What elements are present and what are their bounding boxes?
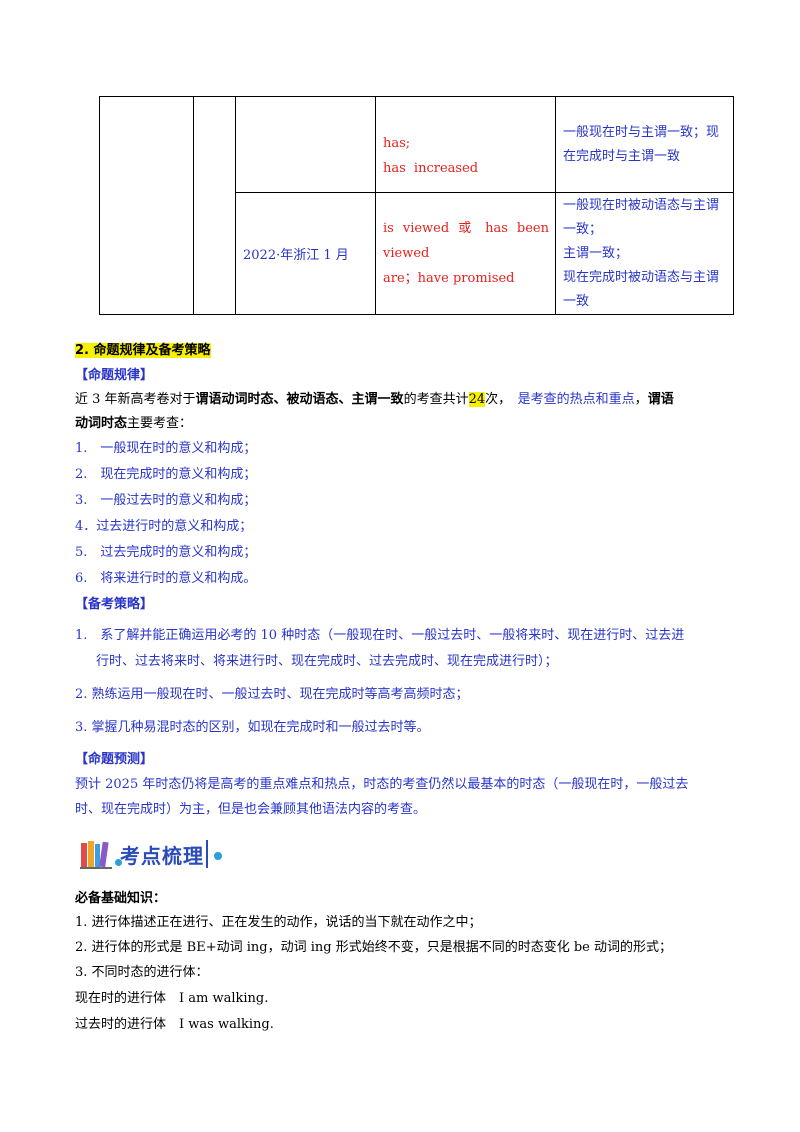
- strategy-item: 1. 系了解并能正确运用必考的 10 种时态（一般现在时、一般过去时、一般将来时…: [75, 628, 685, 643]
- rules-item: 1. 一般现在时的意义和构成；: [75, 441, 257, 456]
- answer-line: are；have promised: [383, 271, 515, 286]
- rules-intro-bold: 动词时态: [75, 416, 128, 431]
- knowledge-line: 现在时的进行体 I am walking.: [75, 991, 269, 1006]
- answer-line: viewed: [383, 246, 430, 261]
- rules-intro-text: 近 3 年新高考卷对于: [75, 392, 196, 407]
- answer-cell: has; has increased: [375, 96, 556, 193]
- logo-bar: [206, 840, 208, 868]
- rules-item: 4．过去进行时的意义和构成；: [75, 519, 253, 534]
- strategy-item-continued: 行时、过去将来时、将来进行时、现在完成时、过去完成时、现在完成进行时）；: [96, 654, 558, 669]
- logo-dot: [115, 859, 122, 866]
- answer-line: has;: [383, 136, 411, 151]
- rules-intro-line2: 动词时态主要考查：: [75, 414, 192, 434]
- answer-cell: is viewed 或 has been viewed are；have pro…: [375, 192, 556, 315]
- rules-count: 24: [468, 392, 486, 407]
- knowledge-line: 过去时的进行体 I was walking.: [75, 1017, 274, 1032]
- forecast-text: 预计 2025 年时态仍将是高考的重点难点和热点，时态的考查仍然以最基本的时态（…: [75, 777, 689, 792]
- section-heading-text: 2. 命题规律及备考策略: [75, 343, 211, 358]
- rules-intro-bold: 谓语: [647, 392, 674, 407]
- rules-item: 2. 现在完成时的意义和构成；: [75, 467, 257, 482]
- rules-item: 3. 一般过去时的意义和构成；: [75, 493, 257, 508]
- logo-dot: [214, 852, 222, 860]
- rules-intro-text: ，: [634, 392, 648, 407]
- note-cell: 一般现在时被动语态与主谓一致； 主谓一致； 现在完成时被动语态与主谓一致: [555, 192, 734, 315]
- rules-title: 【命题规律】: [75, 368, 154, 383]
- forecast-text: 时、现在完成时）为主，但是也会兼顾其他语法内容的考查。: [75, 802, 427, 817]
- knowledge-line: 3. 不同时态的进行体：: [75, 965, 209, 980]
- table-cell-empty: [193, 96, 236, 315]
- rules-item: 6. 将来进行时的意义和构成。: [75, 571, 257, 586]
- section-heading: 2. 命题规律及备考策略: [75, 341, 211, 361]
- rules-item: 5. 过去完成时的意义和构成；: [75, 545, 257, 560]
- logo-text: 考点梳理: [120, 844, 204, 868]
- note-line: 一般现在时被动语态与主谓一致；: [563, 197, 720, 237]
- year-text: 2022·年浙江 1 月: [243, 248, 349, 263]
- strategy-title: 【备考策略】: [75, 597, 154, 612]
- rules-intro-blue: 是考查的热点和重点: [517, 392, 635, 407]
- table-row: has; has increased 一般现在时与主谓一致；现在完成时与主谓一致: [99, 96, 734, 315]
- rules-intro: 近 3 年新高考卷对于谓语动词时态、被动语态、主谓一致的考查共计24次， 是考查…: [75, 390, 674, 410]
- table-cell-empty: [235, 96, 376, 193]
- table-cell-empty: [99, 96, 194, 315]
- answer-line: has increased: [383, 161, 479, 176]
- note-cell: 一般现在时与主谓一致；现在完成时与主谓一致: [555, 96, 734, 193]
- note-line: 现在完成时被动语态与主谓一致: [563, 269, 720, 309]
- year-cell: 2022·年浙江 1 月: [235, 192, 376, 315]
- table-row: 2022·年浙江 1 月 is viewed 或 has been viewed…: [100, 192, 734, 315]
- books-icon: [80, 841, 112, 869]
- strategy-item: 3. 掌握几种易混时态的区别，如现在完成时和一般过去时等。: [75, 720, 430, 735]
- answer-line: is viewed 或 has been: [383, 221, 549, 236]
- knowledge-title: 必备基础知识：: [75, 891, 167, 906]
- strategy-item: 2. 熟练运用一般现在时、一般过去时、现在完成时等高考高频时态；: [75, 687, 469, 702]
- rules-intro-bold: 谓语动词时态、被动语态、主谓一致: [195, 392, 404, 407]
- forecast-title: 【命题预测】: [75, 752, 154, 767]
- note-text: 一般现在时与主谓一致；现在完成时与主谓一致: [563, 124, 720, 164]
- rules-intro-text: 次，: [485, 392, 505, 407]
- rules-intro-text: 主要考查：: [127, 416, 193, 431]
- section-logo: 考点梳理: [80, 837, 240, 871]
- knowledge-line: 1. 进行体描述正在进行、正在发生的动作，说话的当下就在动作之中；: [75, 915, 482, 930]
- note-line: 主谓一致；: [563, 245, 629, 261]
- rules-intro-text: 的考查共计: [403, 392, 469, 407]
- tense-table: has; has increased 一般现在时与主谓一致；现在完成时与主谓一致…: [99, 96, 734, 315]
- knowledge-line: 2. 进行体的形式是 BE+动词 ing，动词 ing 形式始终不变，只是根据不…: [75, 940, 672, 955]
